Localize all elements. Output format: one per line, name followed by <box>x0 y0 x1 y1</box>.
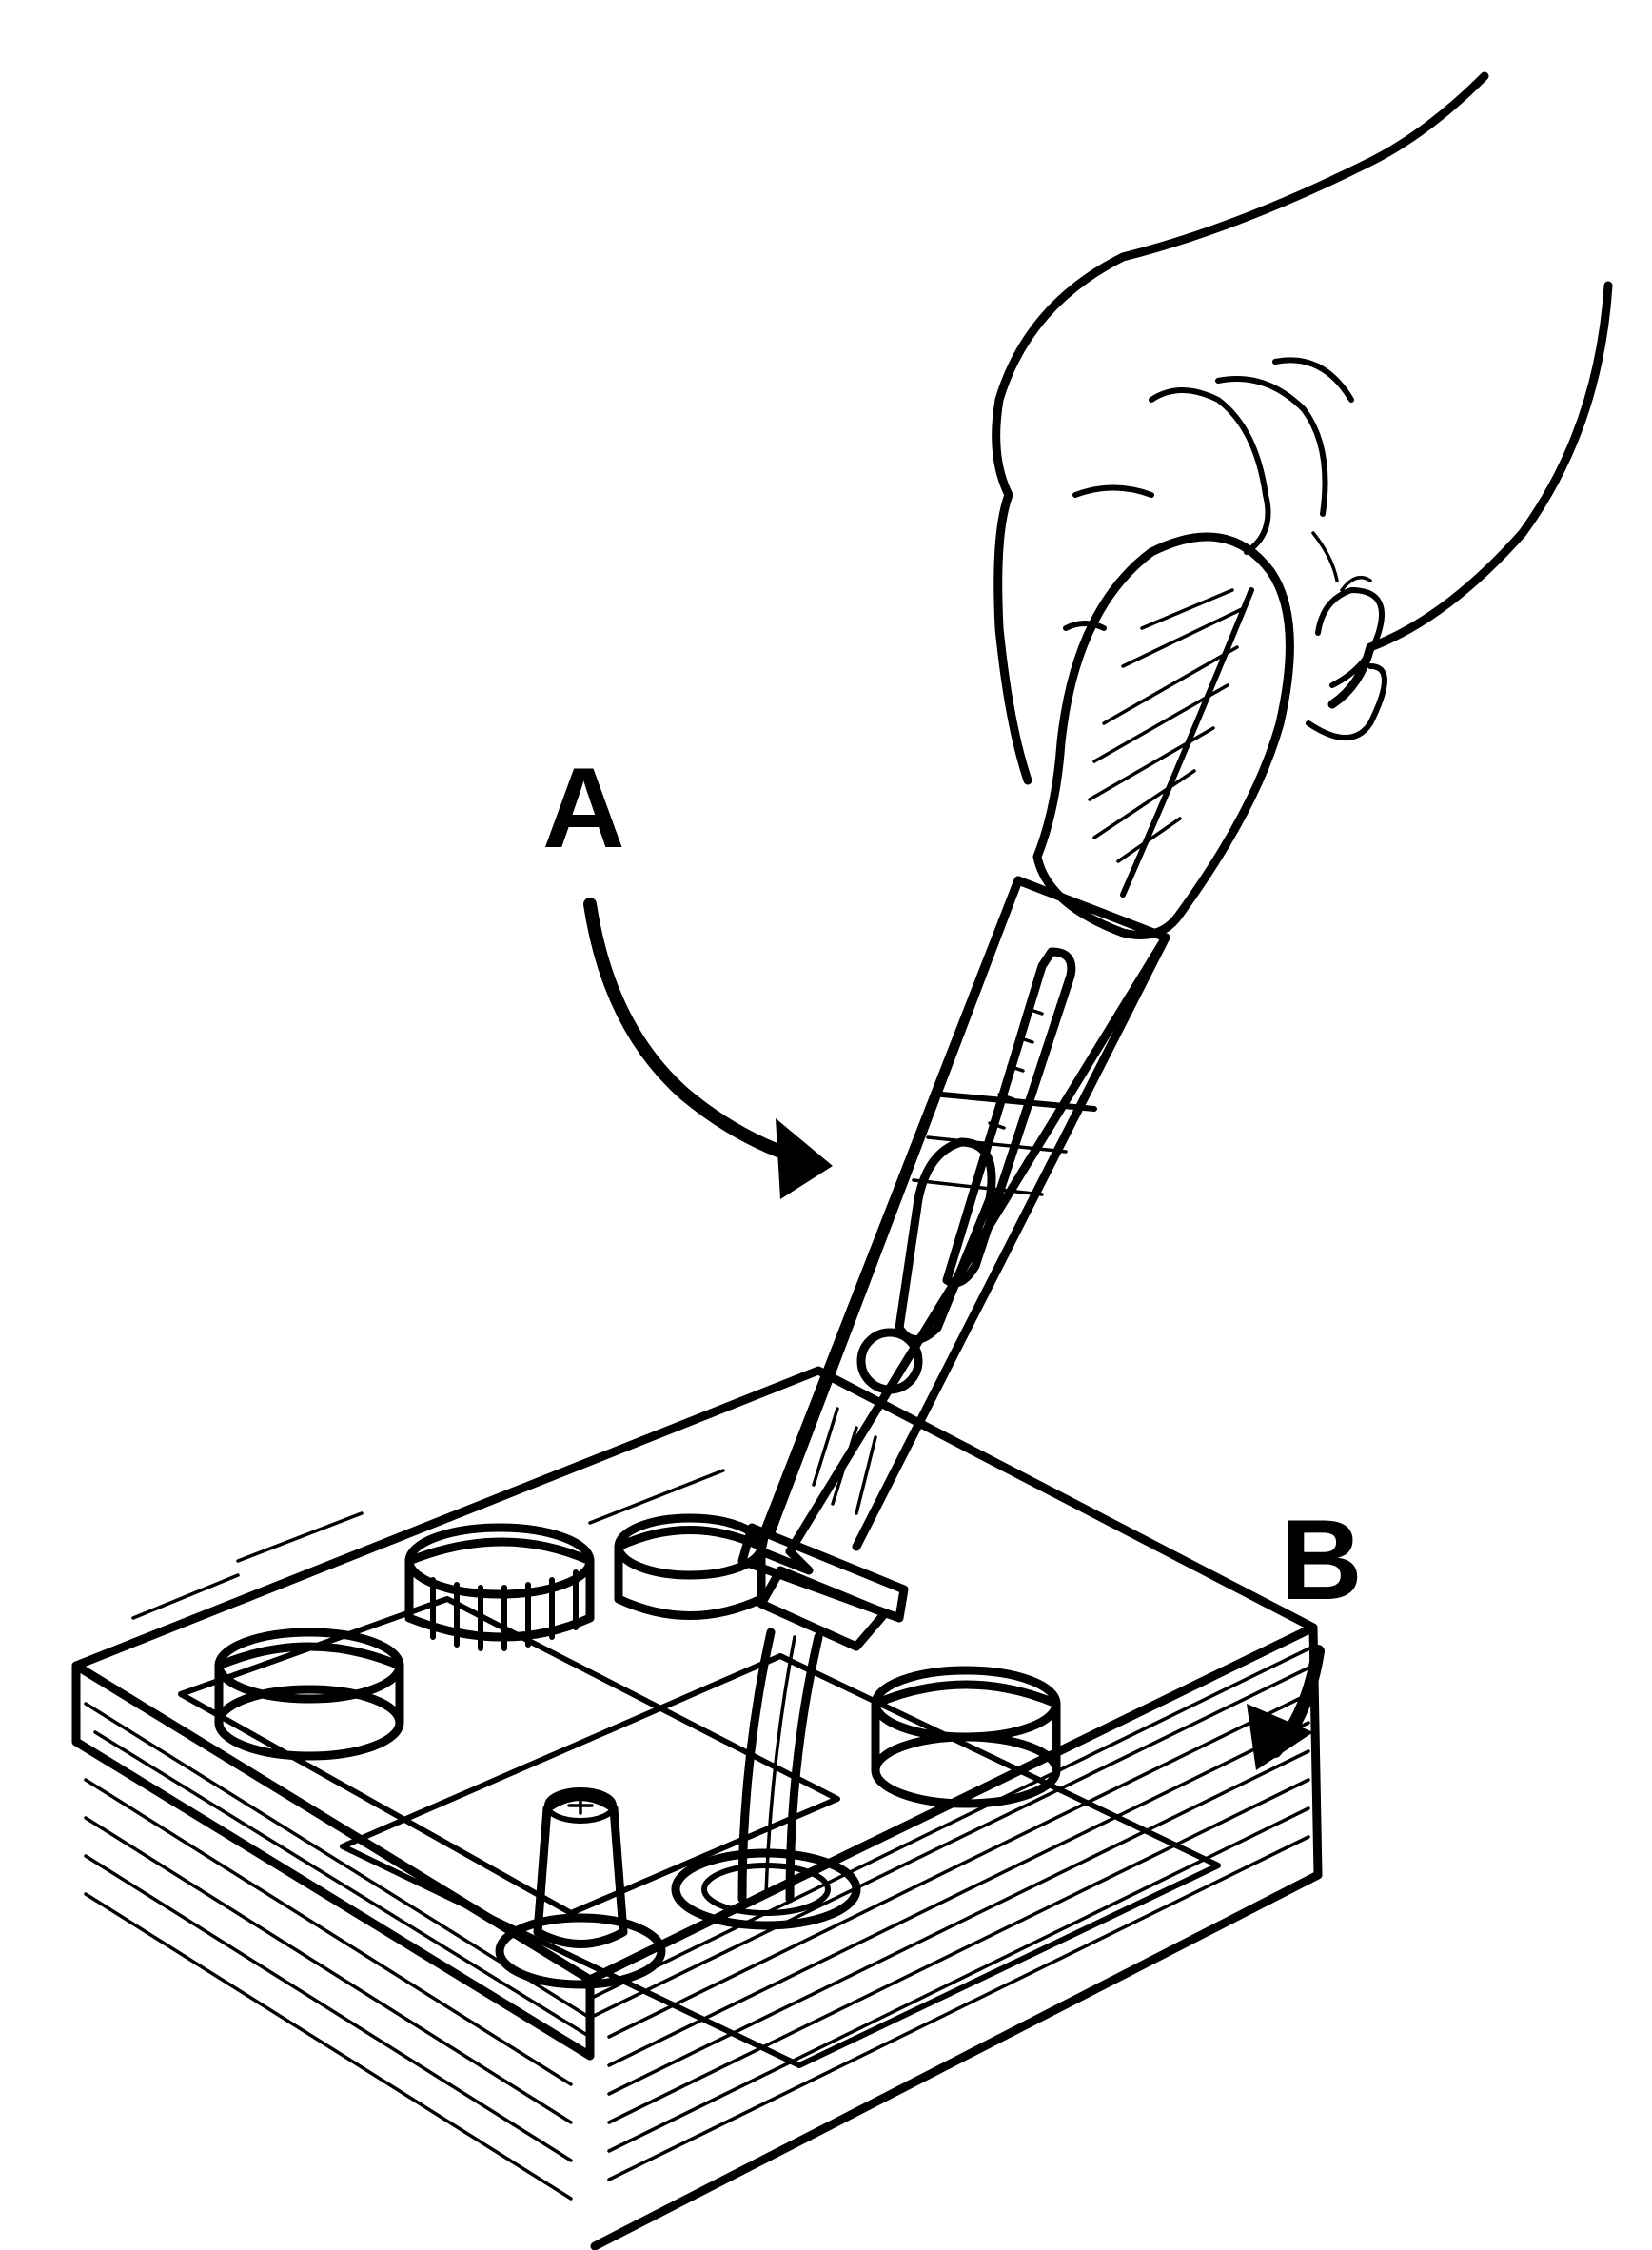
battery <box>71 1366 1323 2250</box>
battery-caps <box>214 1513 1061 1989</box>
cell-cap-3 <box>614 1513 766 1620</box>
hydrometer-bulb <box>1032 532 1294 939</box>
cell-cap-2 <box>404 1523 595 1651</box>
label-a-callout: A <box>542 744 833 1199</box>
cell-cap-4 <box>871 1666 1061 1808</box>
cell-cap-1 <box>214 1628 404 1761</box>
hand <box>992 71 1613 785</box>
label-b-callout: B <box>1247 1496 1363 1770</box>
label-b: B <box>1280 1496 1363 1624</box>
hydrometer <box>738 532 1294 1904</box>
terminal-post <box>495 1787 666 1989</box>
label-a: A <box>542 744 625 872</box>
arrowhead-a <box>776 1118 833 1199</box>
hydrometer-float <box>856 947 1076 1394</box>
arrowhead-b <box>1247 1704 1313 1770</box>
